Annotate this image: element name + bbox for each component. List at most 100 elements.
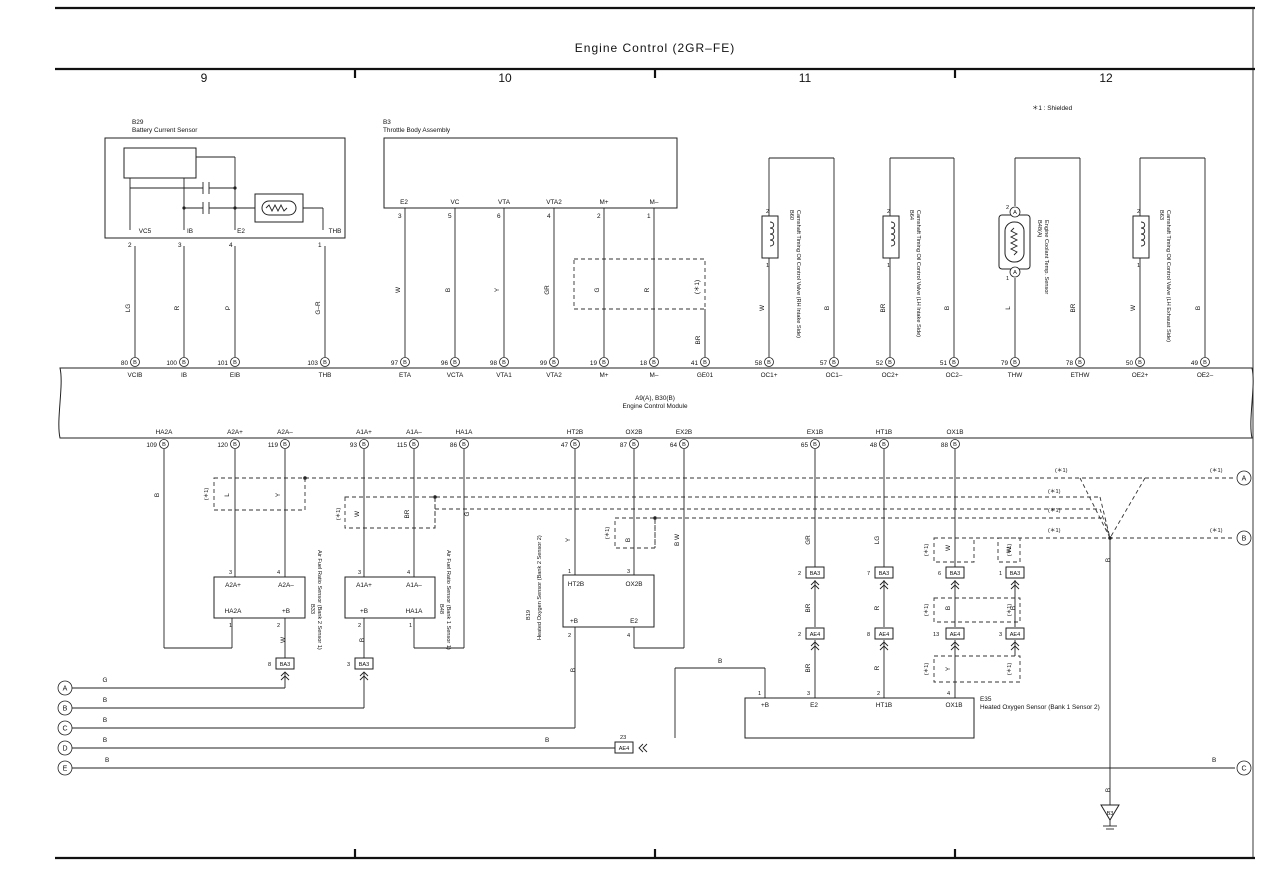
wire-color: B [1105, 558, 1112, 562]
b29-pin-num: 2 [128, 242, 132, 249]
wire-color: B [103, 737, 107, 744]
ecm-pin [1135, 357, 1145, 367]
ecm-pin-label: EIB [230, 372, 240, 379]
ecm-pin-label: EX2B [676, 429, 692, 436]
wire-color: R [174, 305, 181, 310]
ecm-pin [649, 357, 659, 367]
wire-color: B [1195, 306, 1202, 310]
shield-tag: (＊1) [604, 527, 611, 540]
column-number: 11 [799, 71, 812, 85]
pin-letter: A [1013, 210, 1017, 216]
ba3-label: BA3 [280, 662, 291, 668]
ecm-pin-num: 19 [590, 360, 598, 367]
ecm-pin [570, 439, 580, 449]
wire-color: Y [494, 287, 501, 292]
ecm-pin-num: 47 [561, 442, 569, 449]
pin-num: 1 [766, 263, 769, 269]
shield-box [997, 537, 1021, 563]
shield-tag: (＊1) [1048, 507, 1061, 514]
shield-tag: (＊1) [1006, 544, 1013, 557]
pin-num: 1 [568, 569, 571, 575]
ecm-pin-connector: B [632, 442, 636, 448]
b33-code: B33 [309, 604, 315, 614]
wire-color: B [944, 306, 951, 310]
b48-coolant-temp-sensor: A A 2 1 B48(A) Engine Coolant Temp. Sens… [998, 157, 1081, 357]
shield-tag: (＊1) [203, 488, 210, 501]
ref-label: C [62, 726, 67, 733]
shield-box [344, 496, 436, 529]
b3-throttle-body-assembly: B3 Throttle Body Assembly E2 VC VTA VTA2… [383, 119, 678, 220]
pin-label: A1A– [406, 582, 422, 589]
wire-color: Y [565, 537, 572, 542]
pin-num: 8 [268, 662, 271, 668]
pin-label: +B [570, 618, 578, 625]
b29-pin-label: IB [187, 228, 193, 235]
ground-b3: B3 [1100, 804, 1120, 830]
ecm-pin-label: A2A+ [227, 429, 243, 436]
column-number: 9 [201, 71, 208, 85]
b60-code: B60 [788, 210, 794, 220]
wire-color: G [464, 511, 471, 516]
wire-color: B [625, 538, 632, 542]
ecm-pin [1200, 357, 1210, 367]
pin-label: A2A+ [225, 582, 241, 589]
ecm-pin [764, 357, 774, 367]
ae4-label: AE4 [619, 746, 630, 752]
b63-name: Camshaft Timing Oil Control Valve (LH Ex… [1165, 210, 1171, 342]
wire-color: G [103, 677, 108, 684]
ecm-pin-connector: B [462, 442, 466, 448]
ecm-pin-num: 64 [670, 442, 678, 449]
b63-code: B63 [1158, 210, 1164, 220]
b29-pin-num: 3 [178, 242, 182, 249]
ecm-pin-num: 103 [307, 360, 318, 367]
ecm-pin-label: ETHW [1071, 372, 1091, 379]
ecm-pin [949, 357, 959, 367]
pin-num: 4 [947, 691, 950, 697]
ecm-top-pins: B80VCIBB100IBB101EIBB103THBB97ETAB96VCTA… [121, 208, 1214, 379]
pin-num: 3 [807, 691, 810, 697]
ecm-pin-connector: B [832, 360, 836, 366]
e35-name: Heated Oxygen Sensor (Bank 1 Sensor 2) [980, 704, 1100, 711]
wire-color: Y [945, 666, 952, 671]
ref-marker-c [1236, 760, 1252, 776]
b3-pin-num: 1 [647, 213, 651, 220]
ecm-pin-connector: B [573, 442, 577, 448]
pin-num: 3 [347, 662, 350, 668]
ecm-pin-num: 57 [820, 360, 828, 367]
ecm-pin-num: 52 [876, 360, 884, 367]
column-number: 10 [498, 71, 512, 85]
ba3-label: BA3 [1010, 571, 1021, 577]
pin-num: 2 [887, 209, 890, 215]
b3-pin-num: 5 [448, 213, 452, 220]
ecm-pin [450, 357, 460, 367]
wire-color: W [1130, 304, 1137, 311]
b33-name: Air Fuel Ratio Sensor (Bank 2 Sensor 1) [316, 550, 322, 650]
ecm-pin-connector: B [703, 360, 707, 366]
ecm-pin [159, 439, 169, 449]
wire-color: P [225, 306, 232, 310]
wire-color: B [154, 493, 161, 497]
pin-letter: A [1013, 270, 1017, 276]
ecm-pin-connector: B [162, 442, 166, 448]
b3-pin-label: VC [451, 199, 460, 206]
ecm-pin-label: VTA1 [496, 372, 512, 379]
shield-tag: (＊1) [923, 604, 930, 617]
ecm-pin-num: 98 [490, 360, 498, 367]
shield-note: ＊1 : Shielded [1032, 105, 1073, 112]
ecm-pin [409, 439, 419, 449]
shield-tag: (＊1) [1006, 663, 1013, 676]
ref-label: A [63, 686, 68, 693]
pin-num: 2 [766, 209, 769, 215]
ecm-pin-connector: B [952, 360, 956, 366]
ecm-pin-num: 49 [1191, 360, 1199, 367]
pin-label: +B [282, 608, 290, 615]
ecm-pin-label: THW [1008, 372, 1024, 379]
wire-color: GR [805, 535, 812, 545]
wire-color: W [759, 304, 766, 311]
ref-label: A [1242, 476, 1247, 483]
wire-color: BR [404, 509, 411, 518]
b64-code: B64 [908, 210, 914, 220]
ref-marker-d [57, 740, 73, 756]
ecm-pin-label: OE2+ [1132, 372, 1149, 379]
